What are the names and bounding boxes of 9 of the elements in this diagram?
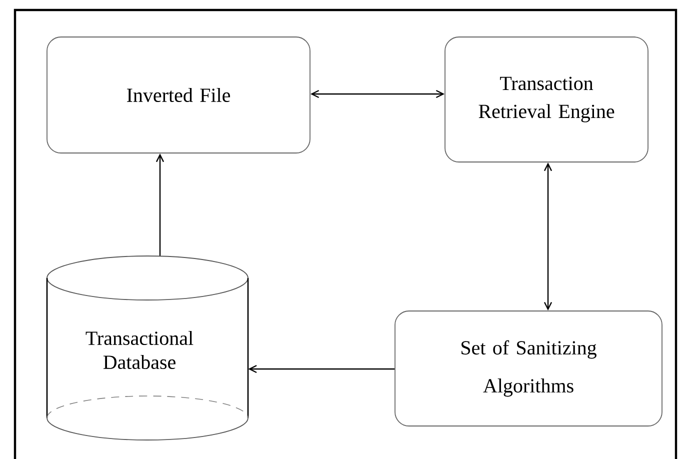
arrow	[544, 162, 552, 311]
database-cylinder: Transactional Database	[46, 256, 249, 440]
process-box: Set of Sanitizing Algorithms	[394, 310, 662, 426]
arrow	[310, 90, 445, 98]
arrow	[248, 364, 395, 374]
process-box: Transaction Retrieval Engine	[444, 36, 648, 162]
process-box: Inverted File	[46, 36, 310, 154]
node-label: Transactional Database	[86, 330, 194, 370]
arrow	[156, 153, 164, 256]
